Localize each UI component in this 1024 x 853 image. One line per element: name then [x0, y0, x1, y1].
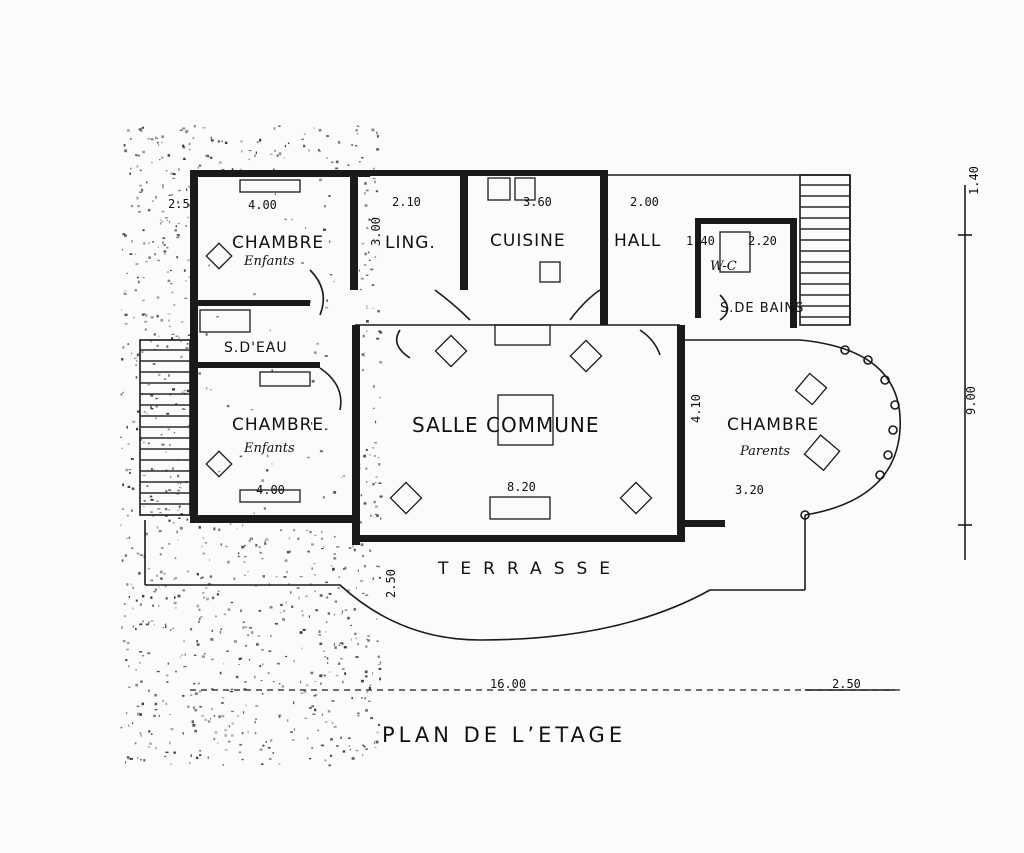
label-salle-commune: SALLE COMMUNE [412, 413, 599, 437]
dim-1-40: 1.40 [686, 234, 715, 248]
dim-1-40-right: 1.40 [967, 166, 981, 195]
label-chambre-parents: CHAMBRE [727, 415, 819, 435]
posts [800, 345, 900, 520]
dim-16-00: 16.00 [490, 677, 526, 691]
dim-2-50-scale: 2.50 [832, 677, 861, 691]
dim-4-00-bottom: 4.00 [256, 483, 285, 497]
dim-3-20: 3.20 [735, 483, 764, 497]
label-salle-eau: S.D'EAU [224, 340, 288, 356]
dim-4-00-top: 4.00 [248, 198, 277, 212]
label-terrasse: TERRASSE [437, 559, 622, 579]
furniture [199, 177, 841, 520]
dim-4-10: 4.10 [689, 394, 703, 423]
walls [190, 170, 797, 545]
doors [309, 269, 729, 411]
label-cuisine: CUISINE [490, 231, 566, 251]
dim-2-5: 2.5 [168, 197, 190, 211]
plan-title: PLAN DE L’ETAGE [382, 723, 626, 747]
label-linge: LING. [385, 233, 436, 253]
room-labels: CHAMBRE Enfants LING. CUISINE HALL W-C S… [224, 231, 819, 579]
dim-2-50-terrasse: 2.50 [384, 569, 398, 598]
label-salle-de-bains: S.DE BAINS [720, 301, 804, 316]
label-hall: HALL [614, 231, 661, 251]
dim-2-20: 2.20 [748, 234, 777, 248]
dim-8-20: 8.20 [507, 480, 536, 494]
label-enfants-2: Enfants [243, 441, 295, 456]
stairs-right [799, 174, 851, 326]
dim-3-60: 3.60 [523, 195, 552, 209]
dim-9-00: 9.00 [964, 386, 978, 415]
dim-2-10: 2.10 [392, 195, 421, 209]
dimension-labels: 2.5 4.00 2.10 3.60 2.00 2.20 1.40 3.00 4… [168, 166, 981, 691]
stairs-left [139, 339, 191, 516]
dim-2-00: 2.00 [630, 195, 659, 209]
label-parents: Parents [739, 444, 790, 459]
speckle-texture [120, 125, 383, 767]
label-chambre-enfants-2: CHAMBRE [232, 415, 324, 435]
label-wc: W-C [710, 259, 737, 274]
label-enfants-1: Enfants [243, 254, 295, 269]
label-chambre-enfants-1: CHAMBRE [232, 233, 324, 253]
dim-3-00: 3.00 [369, 217, 383, 246]
